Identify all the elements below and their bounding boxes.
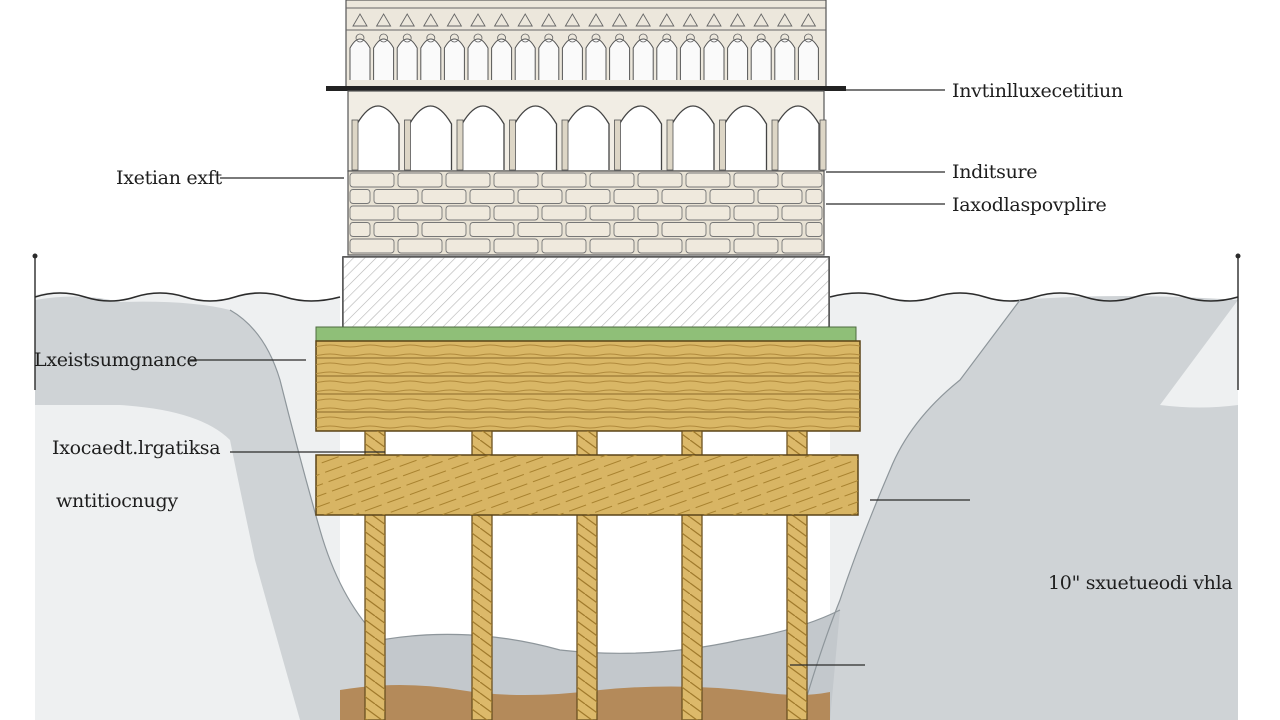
leader-lines [190,89,970,666]
label-left-mid: Lxeistsumgnance [34,349,198,371]
label-right-mid2: Iaxodlaspovplire [952,194,1107,216]
timber-raft [315,340,861,432]
moss-layer [315,326,857,342]
palazzo-facade [326,0,846,330]
label-left-upper: Ixetian exft [116,167,222,189]
label-left-lower2: wntitiocnugy [56,490,178,512]
label-right-lower: 10" sxuetueodi vhla [1048,572,1233,594]
lagoon-water [32,253,1241,720]
label-top-right: Invtinlluxecetitiun [952,80,1123,102]
cross-beam [315,454,859,516]
label-left-lower1: Ixocaedt.lrgatiksa [52,437,221,459]
label-right-mid1: Inditsure [952,161,1038,183]
